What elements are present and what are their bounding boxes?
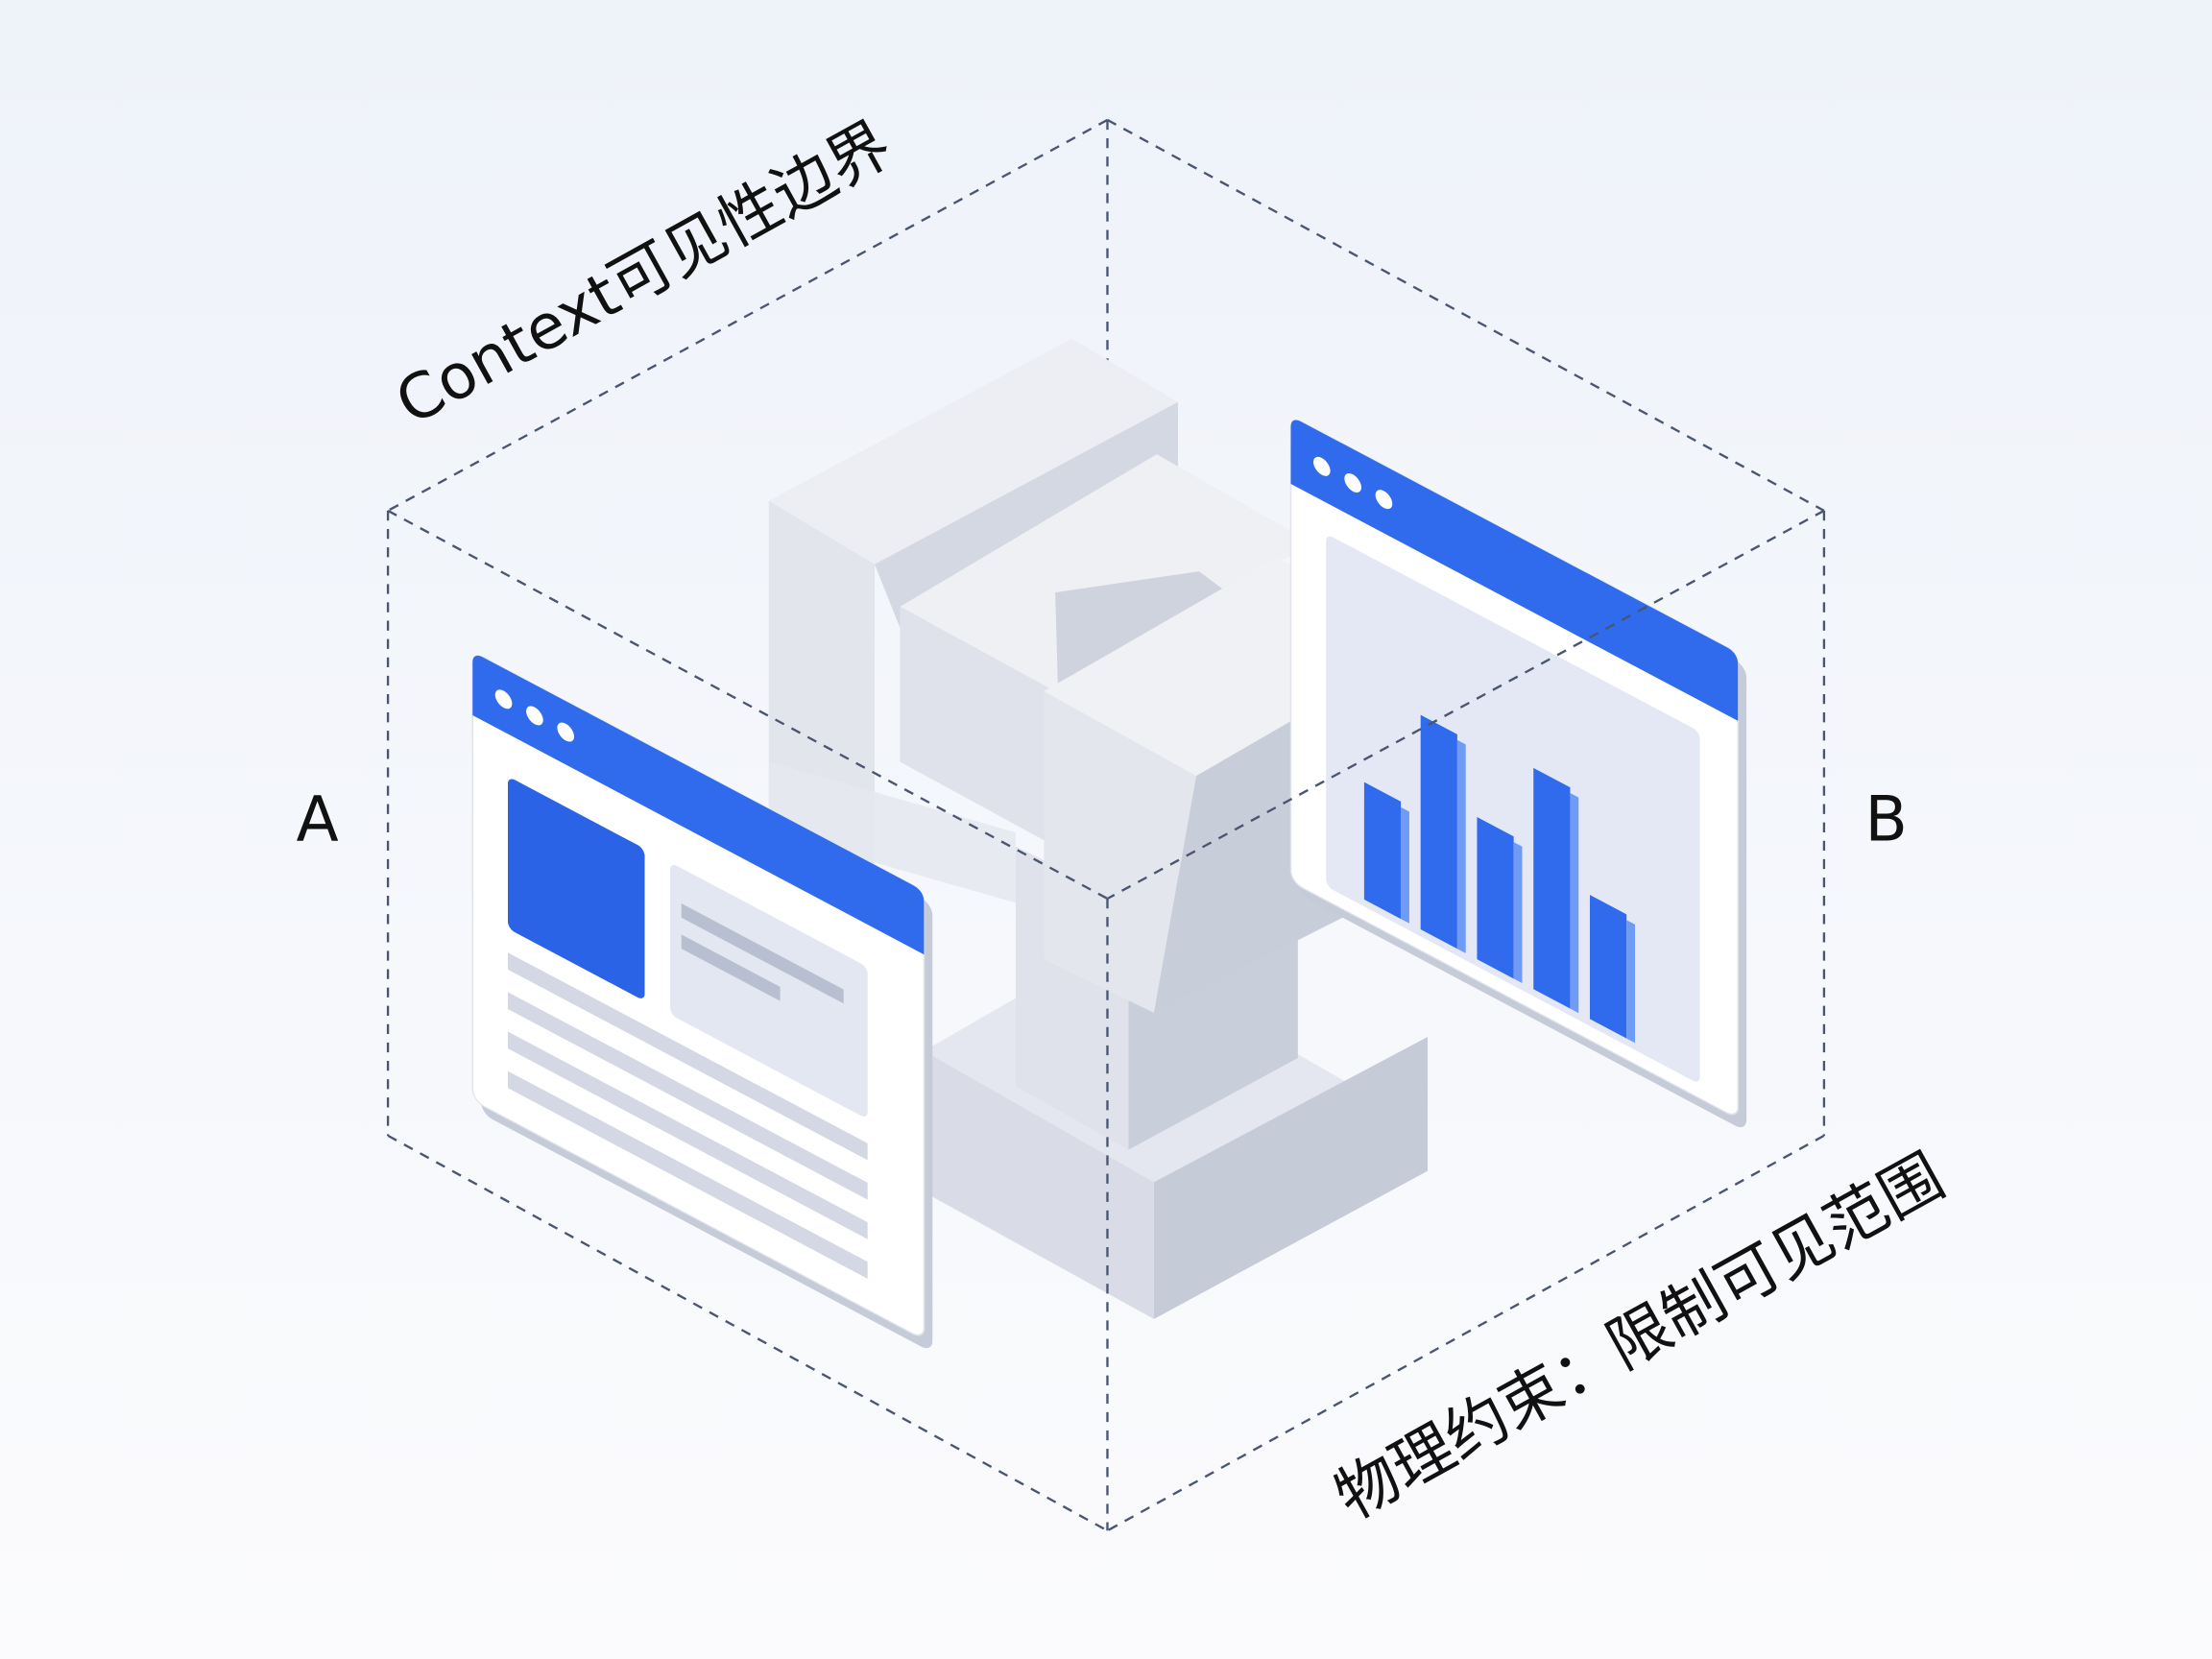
label-physical-constraint: 物理约束：限制可见范围 — [1324, 1141, 1956, 1534]
boundary-box-back — [387, 118, 1825, 512]
chart-bar — [1590, 895, 1627, 1039]
chart-bar — [1533, 767, 1571, 1009]
window-a — [471, 655, 933, 1349]
window-dot-icon — [526, 706, 543, 726]
window-dot-icon — [494, 689, 513, 709]
boundary-box-front — [386, 509, 1826, 1532]
window-b — [1289, 420, 1747, 1128]
window-a-titlebar — [472, 655, 925, 955]
chart-bar-side — [1626, 920, 1636, 1044]
chart-bar-side — [1456, 739, 1466, 953]
window-dot-icon — [557, 722, 575, 742]
chart-bar-side — [1513, 842, 1523, 984]
chart-bar — [1477, 817, 1514, 979]
chart-bar-side — [1570, 793, 1579, 1014]
window-b-titlebar — [1290, 420, 1739, 721]
window-dot-icon — [1313, 456, 1331, 476]
window-dot-icon — [1375, 490, 1393, 510]
label-b: B — [1865, 784, 1908, 856]
chart-bar — [1420, 714, 1457, 950]
chart-bar-side — [1401, 806, 1409, 924]
image-placeholder — [507, 779, 645, 998]
chart-bar — [1363, 781, 1402, 920]
bar-chart — [1363, 714, 1636, 1044]
window-dot-icon — [1344, 473, 1361, 493]
label-a: A — [297, 784, 339, 856]
